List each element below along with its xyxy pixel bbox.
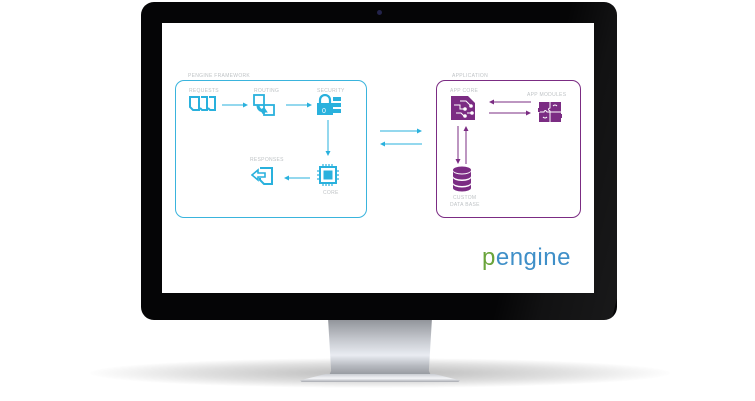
logo-prefix: p [482, 244, 496, 271]
arrow-core-to-modules [489, 110, 531, 116]
arrow-modules-to-core [489, 99, 531, 105]
security-label: SECURITY [317, 88, 345, 94]
arrow-routing-security [286, 102, 312, 108]
arrow-security-core [325, 120, 331, 156]
core-label: CORE [323, 190, 339, 196]
app-modules-label: APP MODULES [527, 92, 567, 98]
circuit-document-icon [451, 96, 475, 120]
application-title: APPLICATION [452, 73, 488, 79]
arrow-framework-to-app [380, 128, 422, 134]
response-document-icon [251, 167, 273, 185]
database-icon [453, 166, 471, 192]
database-label-line2: DATA BASE [450, 202, 480, 208]
monitor-screen: PENGINE FRAMEWORK REQUESTS ROUTING SECUR… [162, 23, 594, 293]
pengine-logo: pengine [482, 244, 571, 272]
app-core-label: APP CORE [450, 88, 479, 94]
framework-title: PENGINE FRAMEWORK [188, 73, 251, 79]
arrow-app-to-framework [380, 141, 422, 147]
arrow-core-responses [284, 175, 310, 181]
lock-icon: 0 [317, 94, 341, 115]
responses-label: RESPONSES [250, 157, 284, 163]
chip-icon [317, 164, 339, 186]
svg-text:0: 0 [322, 108, 326, 115]
requests-label: REQUESTS [189, 88, 219, 94]
logo-text: engine [495, 244, 571, 271]
application-box [436, 80, 581, 218]
monitor-stand-base [300, 374, 460, 382]
routing-icon [253, 94, 275, 116]
monitor-stand-neck [328, 318, 432, 378]
camera-icon [377, 10, 382, 15]
framework-box [175, 80, 367, 218]
documents-icon [189, 96, 216, 111]
arrow-requests-routing [222, 102, 248, 108]
database-label-line1: CUSTOM [453, 195, 477, 201]
monitor-bezel: PENGINE FRAMEWORK REQUESTS ROUTING SECUR… [141, 2, 617, 320]
puzzle-icon [538, 102, 562, 122]
arrow-core-database-pair [455, 126, 469, 164]
routing-label: ROUTING [254, 88, 280, 94]
